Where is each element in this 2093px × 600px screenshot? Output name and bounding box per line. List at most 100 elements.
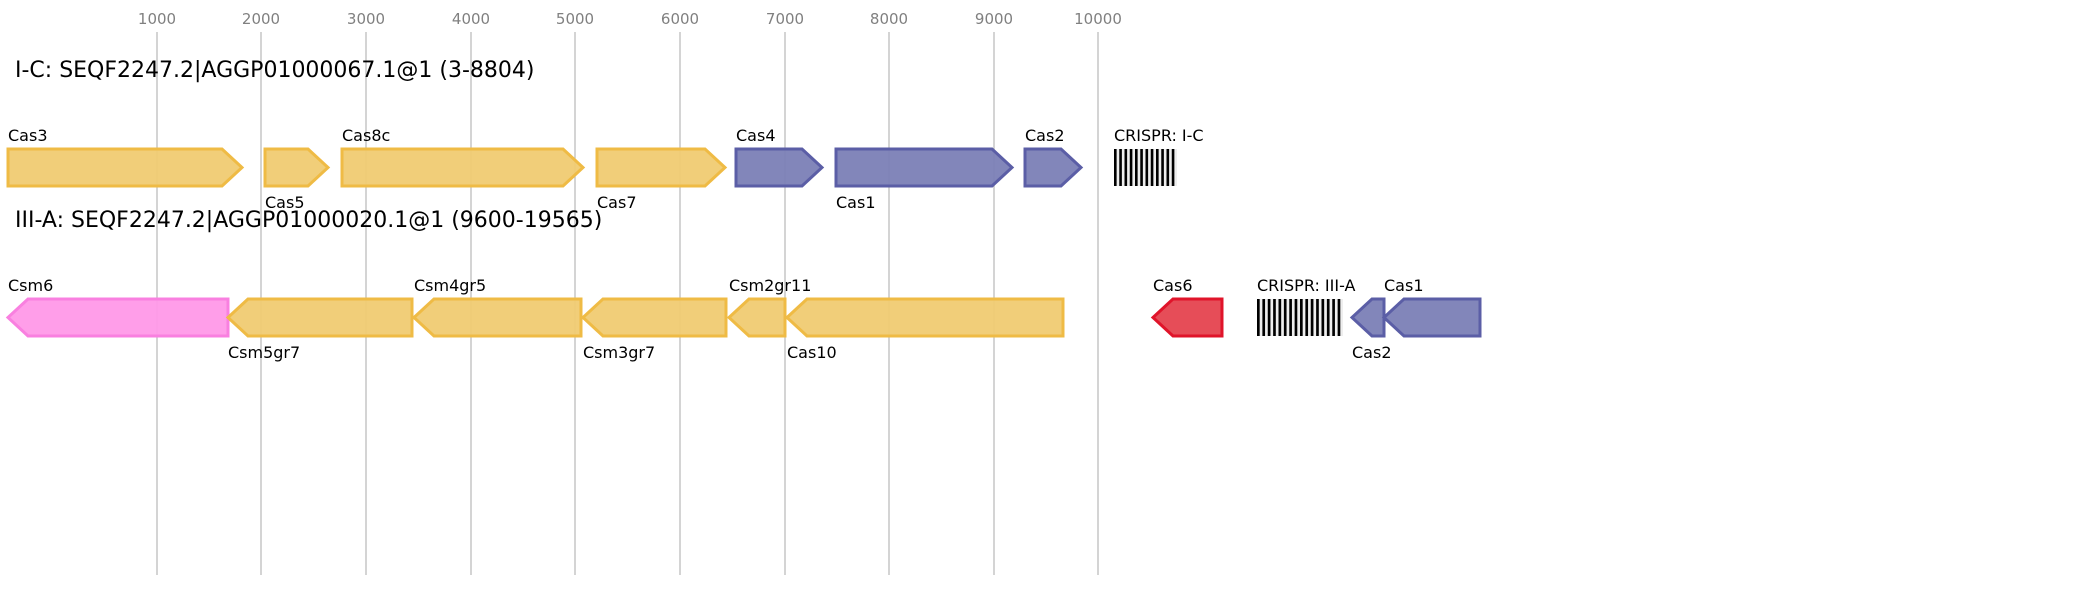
crispr-repeat xyxy=(1257,299,1260,336)
crispr-repeat xyxy=(1150,149,1154,186)
crispr-repeat xyxy=(1267,299,1271,336)
crispr-repeat xyxy=(1135,149,1138,186)
crispr-repeat xyxy=(1161,149,1164,186)
gene-label-cas10: Cas10 xyxy=(787,343,837,362)
gene-label-cas6: Cas6 xyxy=(1153,276,1193,295)
crispr-spacer xyxy=(1270,299,1274,336)
track-title-i-c: I-C: SEQF2247.2|AGGP01000067.1@1 (3-8804… xyxy=(15,58,535,83)
gene-arrow-csm2gr11[interactable] xyxy=(726,297,787,338)
crispr-repeat xyxy=(1289,299,1292,336)
tick-label: 9000 xyxy=(975,10,1013,28)
crispr-spacer xyxy=(1265,299,1268,336)
tick-label: 4000 xyxy=(452,10,490,28)
track-title-iii-a: III-A: SEQF2247.2|AGGP01000020.1@1 (9600… xyxy=(15,208,602,233)
crispr-repeat xyxy=(1262,299,1266,336)
gene-label-cas1: Cas1 xyxy=(836,193,876,212)
gene-label-cas7: Cas7 xyxy=(597,193,637,212)
gene-arrow-csm4gr5[interactable] xyxy=(411,297,583,338)
gene-label-cas5: Cas5 xyxy=(265,193,305,212)
tick-label: 8000 xyxy=(870,10,908,28)
crispr-spacer xyxy=(1121,149,1125,186)
gene-label-cas4: Cas4 xyxy=(736,126,776,145)
gene-label-csm4gr5: Csm4gr5 xyxy=(414,276,486,295)
crispr-spacer xyxy=(1286,299,1290,336)
crispr-label: CRISPR: III-A xyxy=(1257,276,1355,295)
gene-label-cas2: Cas2 xyxy=(1352,343,1392,362)
crispr-repeat xyxy=(1129,149,1133,186)
crispr-spacer xyxy=(1163,149,1167,186)
crispr-repeat xyxy=(1283,299,1287,336)
crispr-repeat xyxy=(1294,299,1298,336)
crispr-spacer xyxy=(1318,299,1322,336)
gene-arrow-cas7[interactable] xyxy=(595,147,728,188)
crispr-spacer xyxy=(1313,299,1317,336)
gene-arrow-cas1[interactable] xyxy=(834,147,1015,188)
tick-label: 3000 xyxy=(347,10,385,28)
crispr-repeat xyxy=(1300,299,1303,336)
crispr-spacer xyxy=(1334,299,1338,336)
tick-label: 7000 xyxy=(766,10,804,28)
crispr-repeat xyxy=(1305,299,1309,336)
crispr-spacer xyxy=(1329,299,1333,336)
gene-arrow-csm6[interactable] xyxy=(5,297,230,338)
crispr-spacer xyxy=(1169,149,1172,186)
gene-label-csm3gr7: Csm3gr7 xyxy=(583,343,655,362)
gene-label-csm5gr7: Csm5gr7 xyxy=(228,343,300,362)
gene-arrow-csm3gr7[interactable] xyxy=(580,297,728,338)
crispr-repeat xyxy=(1273,299,1276,336)
crispr-repeat xyxy=(1310,299,1314,336)
tick-label: 1000 xyxy=(138,10,176,28)
gene-arrow-csm5gr7[interactable] xyxy=(225,297,414,338)
crispr-repeat xyxy=(1337,299,1341,336)
crispr-label: CRISPR: I-C xyxy=(1114,126,1204,145)
crispr-repeat xyxy=(1332,299,1335,336)
tick-label: 5000 xyxy=(556,10,594,28)
crispr-repeat xyxy=(1326,299,1330,336)
crispr-repeat xyxy=(1140,149,1143,186)
gene-arrow-cas3[interactable] xyxy=(6,147,245,188)
crispr-repeat xyxy=(1114,149,1117,186)
crispr-spacer xyxy=(1137,149,1141,186)
gene-arrow-cas6[interactable] xyxy=(1150,297,1224,338)
gene-arrow-cas10[interactable] xyxy=(784,297,1065,338)
gene-label-cas1: Cas1 xyxy=(1384,276,1424,295)
gene-label-cas8c: Cas8c xyxy=(342,126,390,145)
gene-arrow-cas8c[interactable] xyxy=(340,147,586,188)
gene-arrow-cas2[interactable] xyxy=(1023,147,1084,188)
gene-arrow-cas1[interactable] xyxy=(1381,297,1482,338)
gene-label-cas2: Cas2 xyxy=(1025,126,1065,145)
crispr-spacer xyxy=(1148,149,1151,186)
gene-arrow-cas2[interactable] xyxy=(1349,297,1386,338)
crispr-spacer xyxy=(1340,299,1343,336)
crispr-spacer xyxy=(1174,149,1177,186)
crispr-spacer xyxy=(1297,299,1300,336)
crispr-spacer xyxy=(1142,149,1146,186)
crispr-spacer xyxy=(1281,299,1284,336)
gene-arrow-cas4[interactable] xyxy=(734,147,825,188)
crispr-spacer xyxy=(1275,299,1279,336)
crispr-array[interactable] xyxy=(1257,299,1343,336)
crispr-repeat xyxy=(1124,149,1128,186)
tick-label: 6000 xyxy=(661,10,699,28)
gene-label-csm6: Csm6 xyxy=(8,276,53,295)
crispr-spacer xyxy=(1308,299,1311,336)
gene-arrow-cas5[interactable] xyxy=(263,147,331,188)
crispr-repeat xyxy=(1145,149,1149,186)
crispr-spacer xyxy=(1302,299,1306,336)
crispr-spacer xyxy=(1259,299,1263,336)
crispr-spacer xyxy=(1324,299,1327,336)
crispr-spacer xyxy=(1116,149,1120,186)
crispr-repeat xyxy=(1166,149,1170,186)
tick-label: 2000 xyxy=(242,10,280,28)
crispr-repeat xyxy=(1316,299,1319,336)
crispr-spacer xyxy=(1153,149,1156,186)
crispr-array[interactable] xyxy=(1114,149,1177,186)
crispr-repeat xyxy=(1171,149,1175,186)
crispr-spacer xyxy=(1127,149,1130,186)
track-1: Csm6Csm5gr7Csm4gr5Csm3gr7Csm2gr11Cas10Ca… xyxy=(5,276,1482,362)
crispr-repeat xyxy=(1321,299,1325,336)
